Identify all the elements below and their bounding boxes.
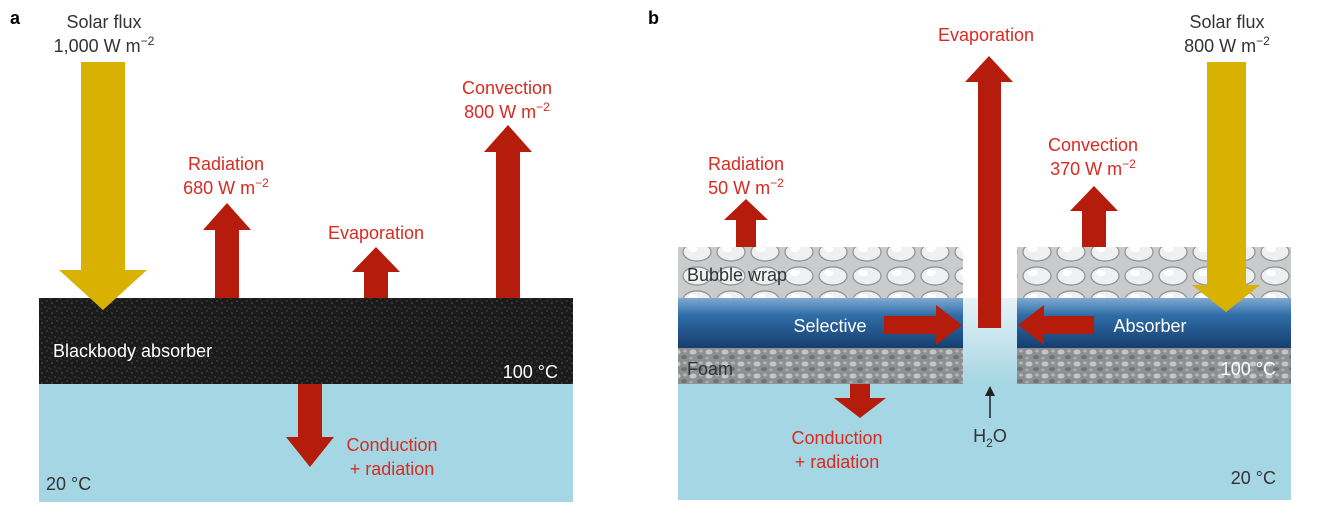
panel-b-water-temp: 20 °C	[1231, 468, 1276, 488]
panel-b-letter: b	[648, 8, 659, 28]
panel-b-radiation-title: Radiation	[708, 154, 784, 174]
panel-b-radiation-value: 50 W m−2	[708, 176, 784, 198]
panel-b-evaporation-label: Evaporation	[938, 25, 1034, 45]
panel-a-absorber-label: Blackbody absorber	[53, 341, 212, 361]
panel-b-solar-value: 800 W m−2	[1184, 34, 1270, 56]
panel-a-blackbody-absorber	[39, 298, 573, 384]
panel-a-letter: a	[10, 8, 21, 28]
panel-b-conduction-arrow	[834, 384, 886, 418]
panel-b-solar-arrow	[1192, 62, 1260, 312]
panel-b-foam-label: Foam	[687, 359, 733, 379]
panel-a-solar-value: 1,000 W m−2	[54, 34, 155, 56]
panel-a-solar-arrow	[59, 62, 147, 310]
panel-b-absorber-label: Absorber	[1113, 316, 1186, 336]
panel-a-conduction-arrow	[286, 384, 334, 467]
panel-b: b Evaporation Solar flux 800 W m	[648, 8, 1291, 500]
panel-b-heat-arrow-right	[1018, 305, 1094, 345]
panel-b-foam-right	[1017, 348, 1291, 384]
panel-a-absorber-temp: 100 °C	[503, 362, 558, 382]
panel-b-bubble-wrap-left	[678, 247, 963, 298]
panel-b-foam-left	[678, 348, 963, 384]
panel-b-convection-title: Convection	[1048, 135, 1138, 155]
panel-a-radiation-title: Radiation	[188, 154, 264, 174]
panel-a-conduction-label-1: Conduction	[346, 435, 437, 455]
panel-a-evaporation-label: Evaporation	[328, 223, 424, 243]
panel-a-solar-title: Solar flux	[66, 12, 141, 32]
panel-b-convection-arrow	[1070, 186, 1118, 247]
panel-a-radiation-value: 680 W m−2	[183, 176, 269, 198]
panel-b-convection-value: 370 W m−2	[1050, 157, 1136, 179]
panel-b-conduction-label-2: + radiation	[795, 452, 880, 472]
panel-a: a Solar flux 1,000 W m−2 Radiation 680 W…	[10, 8, 573, 502]
panel-b-conduction-label-1: Conduction	[791, 428, 882, 448]
panel-b-water-flow-arrowhead	[985, 386, 995, 396]
panel-b-selective-label: Selective	[793, 316, 866, 336]
panel-b-water-label: H2O	[973, 426, 1007, 450]
panel-b-evaporation-arrow	[965, 56, 1013, 328]
panel-b-water	[678, 384, 1291, 500]
panel-b-solar-title: Solar flux	[1189, 12, 1264, 32]
panel-a-radiation-arrow	[203, 203, 251, 298]
panel-b-radiation-arrow	[724, 199, 768, 247]
panel-a-water-temp: 20 °C	[46, 474, 91, 494]
panel-a-evaporation-arrow	[352, 247, 400, 298]
panel-b-heat-arrow-left	[884, 305, 962, 345]
panel-a-convection-arrow	[484, 125, 532, 298]
panel-a-convection-title: Convection	[462, 78, 552, 98]
panel-b-absorber-temp: 100 °C	[1221, 359, 1276, 379]
panel-a-conduction-label-2: + radiation	[350, 459, 435, 479]
panel-a-convection-value: 800 W m−2	[464, 100, 550, 122]
panel-b-bubble-wrap-label: Bubble wrap	[687, 265, 787, 285]
